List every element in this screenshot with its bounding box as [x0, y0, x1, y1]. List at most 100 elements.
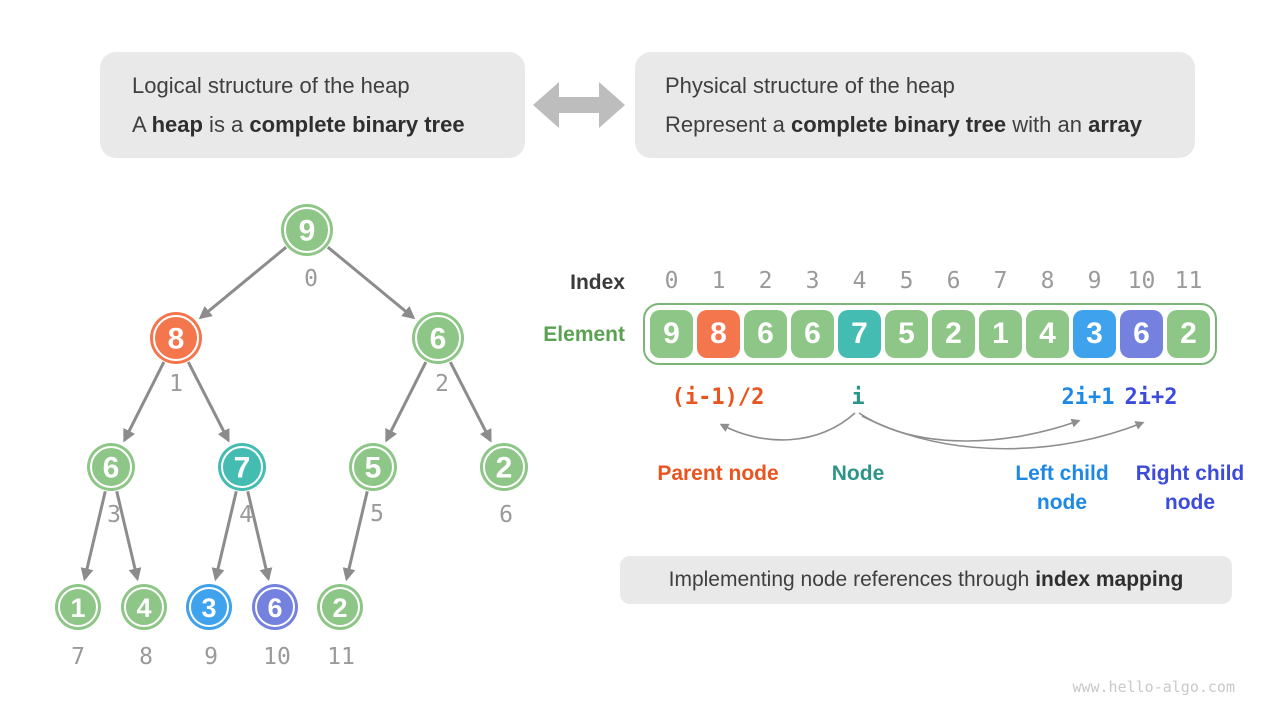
array-index: 1: [711, 268, 726, 294]
tree-index-label: 11: [327, 644, 355, 670]
tree-edge: [211, 490, 238, 582]
array-index: 8: [1040, 268, 1055, 294]
tree-node: 6: [412, 312, 464, 364]
left-right-arrow-icon: [533, 82, 625, 128]
array-cell: 9: [650, 310, 693, 358]
tree-node: 8: [150, 312, 202, 364]
label-line: Left child: [1015, 462, 1109, 485]
array-index: 10: [1127, 268, 1156, 294]
tree-node-value: 7: [234, 452, 251, 485]
tree-node-circle: [218, 443, 266, 491]
tree-index-label: 7: [71, 644, 85, 670]
physical-structure-line1: Physical structure of the heap: [665, 73, 955, 98]
array-cell: 6: [791, 310, 834, 358]
label-line: node: [1036, 491, 1088, 514]
tree-node: 9: [281, 204, 333, 256]
tree-node-ring: [124, 587, 164, 627]
tree-node-value: 5: [365, 452, 382, 485]
tree-edge: [385, 361, 428, 443]
array-cell: 8: [697, 310, 740, 358]
tree-node-ring: [58, 587, 98, 627]
text-segment: Implementing node references through: [668, 568, 1036, 591]
array-index: 11: [1174, 268, 1203, 294]
array-cell: 3: [1073, 310, 1116, 358]
tree-node: 3: [186, 584, 232, 630]
tree-node-value: 6: [267, 593, 282, 623]
tree-node-circle: [55, 584, 101, 630]
logical-structure-box: Logical structure of the heap A heap is …: [100, 52, 525, 158]
parent-index-formula: (i-1)/2: [671, 385, 765, 410]
index-mapping-caption-box: Implementing node references through ind…: [620, 556, 1232, 604]
tree-node: 1: [55, 584, 101, 630]
tree-index-label: 9: [204, 644, 218, 670]
tree-index-label: 2: [435, 371, 449, 397]
tree-node-circle: [87, 443, 135, 491]
tree-index-label: 8: [139, 644, 153, 670]
array-cell: 6: [1120, 310, 1163, 358]
tree-index-label: 3: [107, 502, 121, 528]
tree-node-ring: [284, 207, 330, 253]
tree-node-value: 3: [201, 593, 216, 623]
array-index: 2: [758, 268, 773, 294]
array-index: 9: [1087, 268, 1102, 294]
array-cell: 1: [979, 310, 1022, 358]
text-segment: complete binary tree: [790, 112, 1007, 137]
tree-edge: [198, 246, 288, 320]
tree-edge: [123, 361, 166, 443]
tree-node-value: 4: [136, 593, 151, 623]
array-cell: 2: [932, 310, 975, 358]
node-index-formula: i: [851, 385, 865, 410]
text-segment: complete binary tree: [249, 112, 465, 137]
tree-index-label: 5: [370, 501, 384, 527]
tree-edge: [80, 490, 107, 582]
label-line: Right child: [1135, 462, 1245, 485]
tree-node: 2: [480, 443, 528, 491]
tree-node: 7: [218, 443, 266, 491]
tree-node-value: 2: [332, 593, 347, 623]
tree-node-circle: [121, 584, 167, 630]
tree-node-ring: [352, 446, 394, 488]
tree-edges: [80, 246, 492, 582]
array-index: 0: [664, 268, 679, 294]
text-segment: is a: [202, 112, 250, 137]
array-cell: 2: [1167, 310, 1210, 358]
tree-node-circle: [281, 204, 333, 256]
tree-edge: [326, 246, 416, 320]
node-label: Node: [832, 459, 885, 488]
tree-node-value: 1: [70, 593, 85, 623]
left-child-node-label: Left child node: [1015, 459, 1108, 517]
left-child-index-formula: 2i+1: [1061, 385, 1115, 410]
right-child-index-formula: 2i+2: [1124, 385, 1178, 410]
tree-node-ring: [189, 587, 229, 627]
array-cell: 5: [885, 310, 928, 358]
tree-node-ring: [153, 315, 199, 361]
tree-node-circle: [317, 584, 363, 630]
physical-structure-box: Physical structure of the heap Represent…: [635, 52, 1195, 158]
array-cell: 6: [744, 310, 787, 358]
array-index: 6: [946, 268, 961, 294]
text-segment: with an: [1006, 112, 1089, 137]
array-index: 7: [993, 268, 1008, 294]
tree-node-circle: [412, 312, 464, 364]
tree-node: 4: [121, 584, 167, 630]
tree-index-label: 10: [263, 644, 291, 670]
tree-node-ring: [483, 446, 525, 488]
physical-structure-line2: Represent a complete binary tree with an…: [665, 113, 1195, 136]
tree-node-ring: [255, 587, 295, 627]
tree-node-value: 6: [103, 452, 120, 485]
tree-edge: [186, 361, 230, 443]
array-index: 3: [805, 268, 820, 294]
text-segment: array: [1088, 112, 1142, 137]
label-line: Node: [831, 462, 885, 485]
text-segment: index mapping: [1035, 568, 1184, 591]
tree-edge: [246, 490, 273, 582]
tree-edge: [342, 490, 369, 582]
tree-index-label: 1: [169, 371, 183, 397]
tree-edge: [115, 490, 142, 582]
tree-node-circle: [252, 584, 298, 630]
